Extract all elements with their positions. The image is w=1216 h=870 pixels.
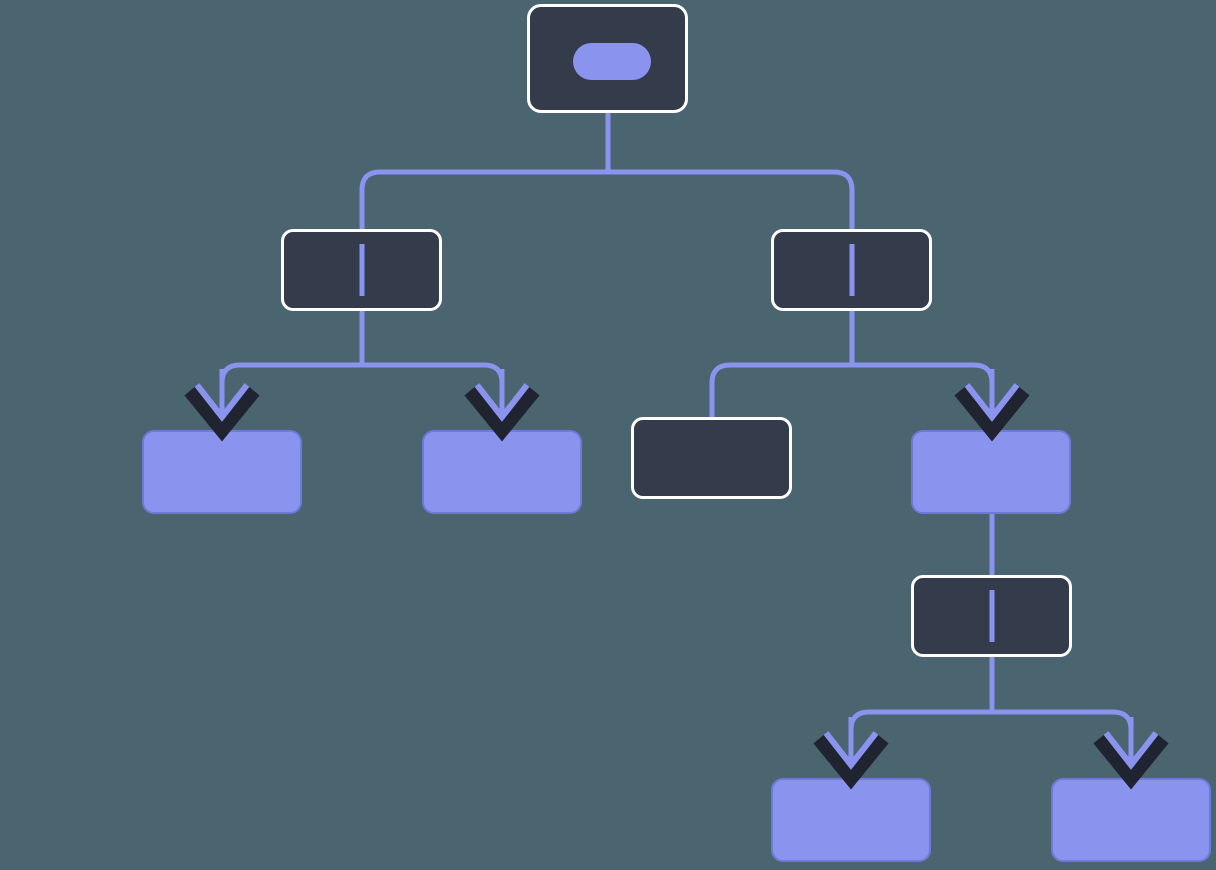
branch-node-lower[interactable] xyxy=(911,575,1072,657)
leaf-node-f[interactable] xyxy=(1051,778,1211,862)
leaf-node-b[interactable] xyxy=(422,430,582,514)
leaf-node-e[interactable] xyxy=(771,778,931,862)
leaf-node-a[interactable] xyxy=(142,430,302,514)
dark-leaf-node-c[interactable] xyxy=(631,417,792,499)
leaf-node-d[interactable] xyxy=(911,430,1071,514)
root-node[interactable] xyxy=(527,4,688,113)
branch-node-left[interactable] xyxy=(281,229,442,311)
root-node-pill xyxy=(573,43,651,80)
branch-node-right[interactable] xyxy=(771,229,932,311)
